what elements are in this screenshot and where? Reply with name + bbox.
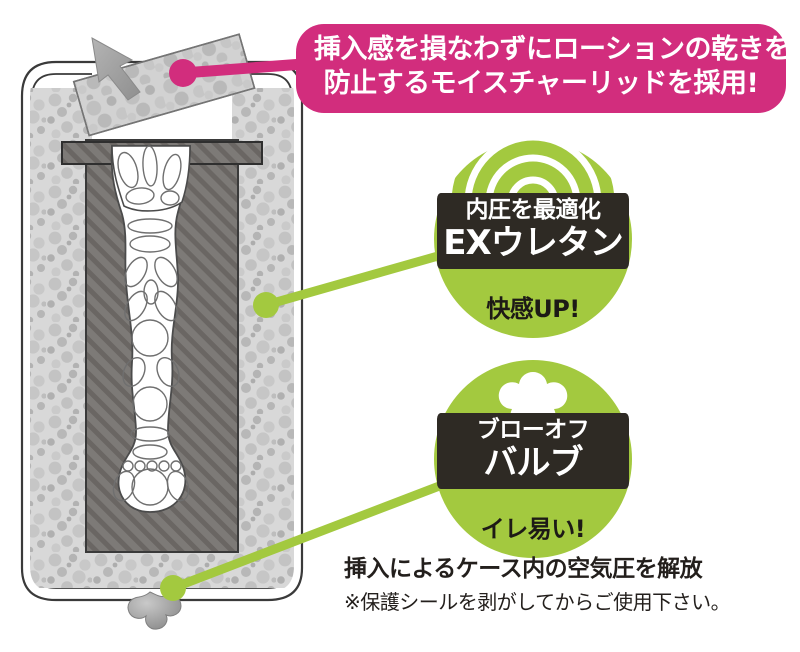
caption-main-text: 挿入によるケース内の空気圧を解放 [344, 556, 703, 582]
internal-channel [110, 145, 191, 513]
badge-sub-label-valve: イレ易い! [480, 515, 586, 543]
badge-plate-big-label: バルブ [483, 442, 584, 483]
badge-blow-off-valve: ブローオフ バルブ イレ易い! [434, 360, 632, 558]
bottom-caption-block: 挿入によるケース内の空気圧を解放 ※保護シールを剥がしてからご使用下さい。 [344, 556, 731, 614]
badge-plate-blow-off-valve: ブローオフ バルブ [437, 413, 629, 490]
green-leader-line-valve [160, 475, 460, 601]
badge-plate-ex-urethane: 内圧を最適化 EXウレタン [437, 193, 629, 270]
green-leader-dot-urethane [253, 292, 279, 318]
caption-note-text: ※保護シールを剥がしてからご使用下さい。 [344, 589, 731, 614]
moisture-lid-callout: 挿入感を損なわずにローションの乾きを 防止するモイスチャーリッドを採用! [296, 24, 791, 114]
callout-line-1: 挿入感を損なわずにローションの乾きを [314, 34, 791, 65]
badge-ex-urethane: 内圧を最適化 EXウレタン 快感UP! [434, 140, 632, 338]
callout-line-2: 防止するモイスチャーリッドを採用! [323, 68, 759, 100]
badge-plate-small-label: 内圧を最適化 [465, 197, 602, 223]
lid-remove-arrow [91, 37, 141, 101]
badge-sub-label-urethane: 快感UP! [486, 295, 580, 323]
pink-leader-dot [169, 59, 197, 87]
green-leader-line-urethane [253, 247, 457, 318]
moisture-lid [72, 33, 256, 137]
badge-plate-small-label: ブローオフ [476, 417, 590, 443]
green-leader-dot-valve [160, 575, 186, 601]
badge-plate-big-label: EXウレタン [443, 222, 623, 263]
